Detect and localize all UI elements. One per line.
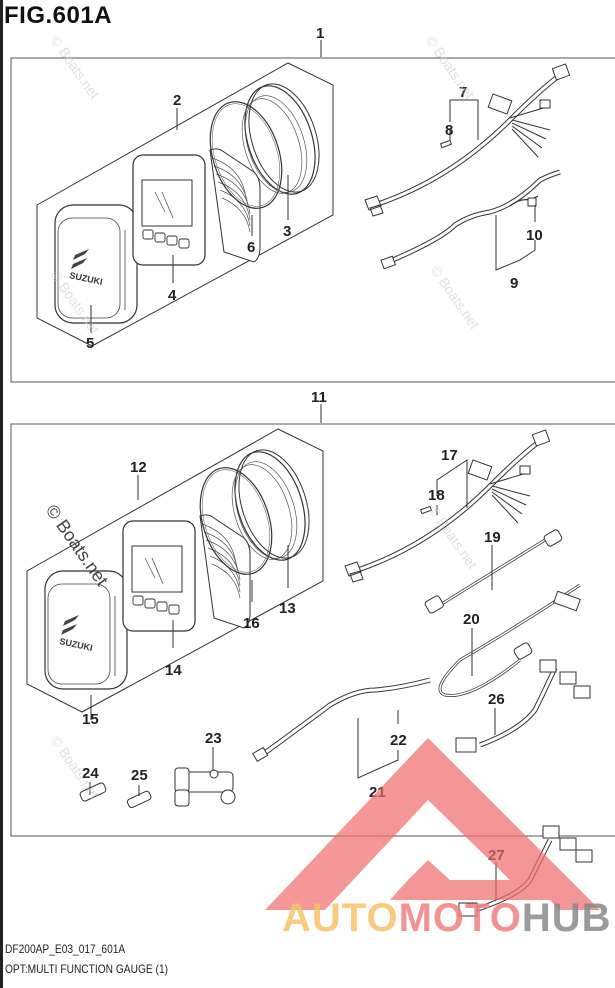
callout-4[interactable]: 4 bbox=[168, 287, 177, 304]
callout-2[interactable]: 2 bbox=[173, 92, 181, 109]
terminator-25 bbox=[126, 790, 152, 809]
figure-title: FIG.601A bbox=[4, 2, 113, 29]
automotohub-logo bbox=[265, 738, 600, 910]
callout-14[interactable]: 14 bbox=[165, 662, 182, 679]
watermark-text: © Boats.net bbox=[428, 263, 483, 332]
callout-18[interactable]: 18 bbox=[428, 487, 445, 504]
harness-26 bbox=[455, 659, 591, 753]
callout-24[interactable]: 24 bbox=[82, 765, 99, 782]
brand-part-moto: MOTO bbox=[398, 896, 522, 940]
callout-15[interactable]: 15 bbox=[82, 711, 99, 728]
callout-9[interactable]: 9 bbox=[510, 275, 518, 292]
callout-26[interactable]: 26 bbox=[488, 691, 505, 708]
callout-8[interactable]: 8 bbox=[445, 122, 453, 139]
group-1-leaders bbox=[90, 99, 536, 333]
page-left-edge bbox=[0, 0, 3, 988]
group-2-frame bbox=[10, 404, 615, 837]
harness-21 bbox=[252, 677, 431, 763]
figure-code: DF200AP_E03_017_601A bbox=[5, 942, 126, 956]
callout-1[interactable]: 1 bbox=[316, 25, 324, 42]
terminator-24 bbox=[79, 782, 107, 802]
callout-17[interactable]: 17 bbox=[441, 447, 458, 464]
automotohub-brand: AUTOMOTOHUB bbox=[282, 896, 612, 941]
callout-13[interactable]: 13 bbox=[279, 600, 296, 617]
cable-20 bbox=[438, 583, 581, 698]
callout-16[interactable]: 16 bbox=[243, 615, 260, 632]
callout-6[interactable]: 6 bbox=[247, 239, 255, 256]
watermark-text: © Boats.net bbox=[423, 33, 478, 102]
callout-20[interactable]: 20 bbox=[463, 611, 480, 628]
callout-10[interactable]: 10 bbox=[526, 227, 543, 244]
callout-11[interactable]: 11 bbox=[311, 389, 327, 406]
callout-7[interactable]: 7 bbox=[459, 84, 467, 101]
callout-25[interactable]: 25 bbox=[131, 767, 148, 784]
callout-23[interactable]: 23 bbox=[205, 730, 222, 747]
brand-part-hub: HUB bbox=[521, 896, 612, 940]
watermark-text: © Boats.net bbox=[48, 33, 103, 102]
t-connector-23 bbox=[174, 767, 236, 807]
callout-12[interactable]: 12 bbox=[130, 459, 147, 476]
group-1-frame bbox=[10, 40, 615, 383]
watermark-text: © Boats.net bbox=[426, 503, 481, 572]
figure-caption: OPT:MULTI FUNCTION GAUGE (1) bbox=[5, 962, 169, 976]
callouts: 1 2 3 4 5 6 7 8 9 10 11 12 13 14 15 16 1… bbox=[82, 25, 543, 864]
brand-part-auto: AUTO bbox=[282, 896, 399, 940]
harness-9 bbox=[381, 172, 560, 269]
callout-19[interactable]: 19 bbox=[484, 529, 501, 546]
callout-22[interactable]: 22 bbox=[390, 732, 407, 749]
callout-5[interactable]: 5 bbox=[86, 335, 94, 352]
callout-3[interactable]: 3 bbox=[283, 223, 291, 240]
